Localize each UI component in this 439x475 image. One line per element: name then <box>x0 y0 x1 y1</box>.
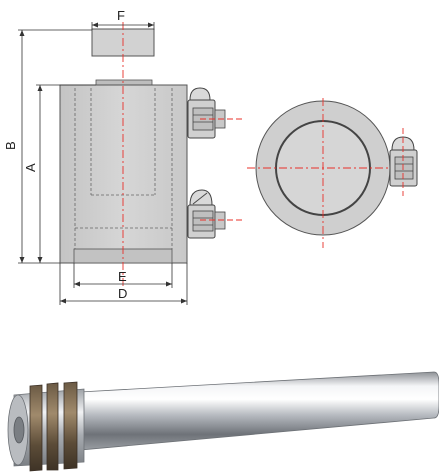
dimension-label-a: A <box>23 163 38 172</box>
top-view <box>247 98 418 248</box>
piston-rod <box>79 371 439 451</box>
piston-seal-3 <box>63 381 78 470</box>
dimension-label-e: E <box>118 269 127 284</box>
piston-bore <box>13 416 25 444</box>
dimension-label-d: D <box>118 286 127 301</box>
cylinder-body <box>59 84 188 264</box>
dimension-label-f: F <box>117 8 125 23</box>
hydraulic-coupler-upper <box>187 87 242 139</box>
piston-seal-1 <box>29 384 43 472</box>
hydraulic-coupler-lower <box>187 189 242 239</box>
dimension-lines <box>18 22 188 305</box>
piston-seal-2 <box>46 382 59 471</box>
chrome-piston-rod <box>7 371 439 472</box>
hydraulic-coupler-top-view <box>389 128 418 196</box>
dimension-label-b: B <box>3 141 18 150</box>
dimension-arrows <box>19 22 187 304</box>
side-view <box>59 22 242 290</box>
